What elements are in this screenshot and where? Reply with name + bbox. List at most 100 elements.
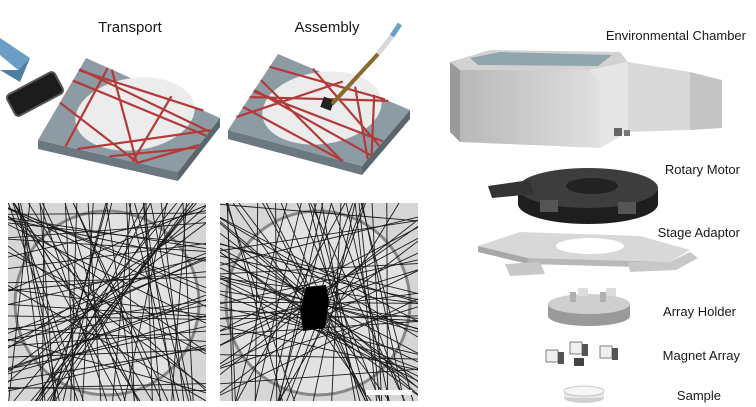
- micrograph-fiber: [13, 203, 141, 401]
- micrograph-fiber: [39, 203, 55, 401]
- fiber-strand: [59, 101, 139, 164]
- rotary-motor-label: Rotary Motor: [665, 162, 741, 177]
- micrograph-fiber: [49, 203, 151, 401]
- fiber-strand: [72, 79, 207, 137]
- micrograph-fiber: [8, 251, 206, 355]
- scale-bar: [366, 390, 412, 395]
- array-holder-label: Array Holder: [663, 304, 737, 319]
- micrograph-fiber: [8, 304, 206, 318]
- micrograph-fiber: [64, 203, 76, 401]
- micrograph-fiber: [220, 243, 418, 294]
- micrograph-fiber: [8, 338, 206, 394]
- fiber-strand: [78, 69, 204, 112]
- micrograph-fiber: [220, 293, 418, 369]
- sample-part: [563, 385, 605, 403]
- micrograph-fiber: [143, 203, 175, 401]
- micrograph-fiber: [254, 203, 259, 401]
- fiber-strand: [354, 86, 369, 160]
- environmental-chamber-part: [450, 50, 722, 148]
- micrograph-fiber: [275, 203, 278, 401]
- micrograph-fiber: [361, 203, 405, 401]
- micrograph-fiber: [13, 203, 122, 401]
- micrograph-fiber: [123, 203, 168, 401]
- transport-spot: [75, 77, 195, 151]
- sample-label: Sample: [677, 388, 721, 403]
- micrograph-fiber: [13, 203, 178, 401]
- micrograph-fiber: [8, 245, 206, 389]
- transfer-tool-icon: [0, 38, 65, 117]
- micrograph-fiber: [46, 203, 190, 401]
- micrograph-fiber: [8, 299, 206, 369]
- micrograph-fiber: [254, 203, 302, 401]
- array-holder-part: [548, 288, 630, 326]
- micrograph-fiber: [8, 258, 206, 342]
- fiber-strand: [269, 65, 386, 101]
- micrograph-fiber: [8, 222, 206, 373]
- micrograph-fiber: [220, 306, 418, 355]
- micrograph-fiber: [8, 285, 206, 401]
- micrograph-fiber: [8, 347, 206, 382]
- stage-adaptor-label: Stage Adaptor: [658, 225, 741, 240]
- transport-label: Transport: [98, 19, 162, 36]
- micrograph-fiber: [321, 203, 356, 401]
- pipette-icon: [330, 22, 403, 106]
- micrograph-fiber: [8, 205, 206, 383]
- micrograph-fiber: [37, 203, 169, 401]
- micrograph-fiber: [171, 203, 187, 401]
- transport-panel: Transport: [0, 19, 220, 181]
- micrograph-fiber: [220, 255, 418, 301]
- assembly-panel: Assembly: [228, 19, 410, 175]
- micrograph-left: [8, 203, 206, 401]
- micrograph-fiber: [235, 203, 288, 401]
- micrograph-fiber: [220, 259, 418, 305]
- fiber-strand: [260, 79, 343, 162]
- magnet-array-part: [545, 341, 618, 366]
- micrograph-fiber: [220, 298, 418, 396]
- fiber-strand: [64, 67, 109, 147]
- fiber-strand: [131, 95, 173, 163]
- micrograph-fiber: [8, 222, 206, 239]
- micrograph-fiber: [220, 227, 418, 332]
- transport-fibers: [59, 67, 211, 164]
- micrograph-fiber: [8, 204, 206, 292]
- micrograph-fiber: [8, 276, 206, 284]
- micrograph-fiber: [145, 203, 153, 401]
- fiber-strand: [311, 68, 381, 147]
- micrograph-left-fibers: [8, 203, 206, 401]
- micrograph-fiber: [72, 203, 169, 401]
- micrograph-fiber: [134, 203, 190, 401]
- fiber-strand: [110, 69, 138, 163]
- micrograph-fiber: [8, 315, 206, 375]
- fiber-strand: [370, 94, 376, 155]
- fiber-strand: [253, 90, 384, 143]
- micrograph-fiber: [52, 203, 108, 401]
- micrograph-fiber: [310, 203, 406, 401]
- micrograph-fiber: [358, 203, 381, 401]
- assembly-label: Assembly: [294, 19, 360, 36]
- micrograph-fiber: [39, 203, 108, 401]
- micrograph-fiber: [39, 203, 194, 401]
- fiber-strand: [242, 106, 344, 162]
- micrograph-fiber: [220, 354, 418, 360]
- assembly-slide-side: [228, 130, 362, 175]
- micrograph-fiber: [220, 216, 418, 266]
- micrograph-fiber: [8, 238, 206, 252]
- micrograph-fiber: [8, 212, 206, 215]
- magnet-array-label: Magnet Array: [663, 348, 741, 363]
- exploded-view: Environmental Chamber Rotary Motor Stage…: [450, 28, 747, 403]
- micrograph-fiber: [220, 220, 418, 252]
- micrograph-fiber: [150, 203, 192, 401]
- micrograph-fiber: [8, 217, 206, 250]
- micrograph-fiber: [8, 349, 206, 358]
- micrograph-fiber: [8, 210, 206, 258]
- environmental-chamber-label: Environmental Chamber: [606, 28, 747, 43]
- assembly-fibers: [236, 65, 389, 162]
- micrograph-fiber: [8, 294, 206, 371]
- transport-slide-side: [38, 140, 178, 181]
- micrograph-fiber: [87, 203, 102, 401]
- micrograph-fiber: [8, 215, 206, 352]
- transport-slide-side-right: [178, 118, 220, 181]
- fiber-strand: [79, 68, 210, 133]
- micrograph-fiber: [360, 203, 414, 401]
